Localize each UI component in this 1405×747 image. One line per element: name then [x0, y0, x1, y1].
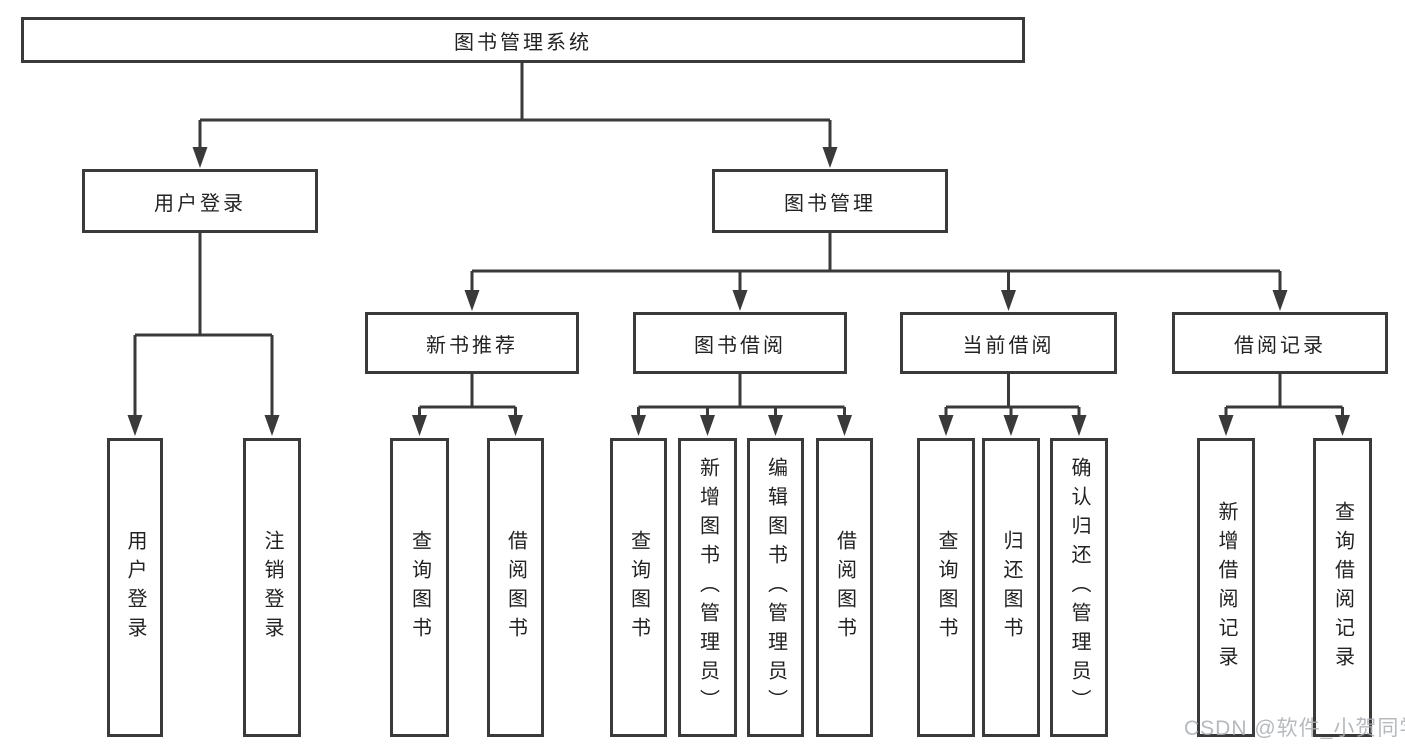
- node-current-return: 归还图书: [982, 438, 1040, 737]
- csdn-watermark: CSDN @软件_小贺同学: [1184, 717, 1405, 740]
- node-user-login: 用户登录: [82, 169, 318, 233]
- node-borrow-edit: 编辑图书（管理员）: [747, 438, 804, 737]
- node-borrow-query: 查询图书: [610, 438, 667, 737]
- node-login-user: 用户登录: [107, 438, 163, 737]
- node-current-confirm: 确认归还（管理员）: [1050, 438, 1108, 737]
- arrowheads: [127, 147, 1350, 436]
- tree-edges: [133, 63, 1344, 418]
- node-recommend-query: 查询图书: [390, 438, 449, 737]
- node-borrow-record: 借阅记录: [1172, 312, 1388, 374]
- node-current-borrow: 当前借阅: [900, 312, 1117, 374]
- node-current-query: 查询图书: [917, 438, 975, 737]
- node-record-add: 新增借阅记录: [1197, 438, 1255, 737]
- node-new-book-recommend: 新书推荐: [365, 312, 579, 374]
- node-book-borrow: 图书借阅: [633, 312, 847, 374]
- node-book-manage: 图书管理: [712, 169, 948, 233]
- node-record-query: 查询借阅记录: [1313, 438, 1372, 737]
- node-borrow-lend: 借阅图书: [816, 438, 873, 737]
- node-borrow-add: 新增图书（管理员）: [678, 438, 737, 737]
- node-recommend-borrow: 借阅图书: [487, 438, 544, 737]
- node-login-logout: 注销登录: [243, 438, 301, 737]
- node-root: 图书管理系统: [21, 17, 1025, 63]
